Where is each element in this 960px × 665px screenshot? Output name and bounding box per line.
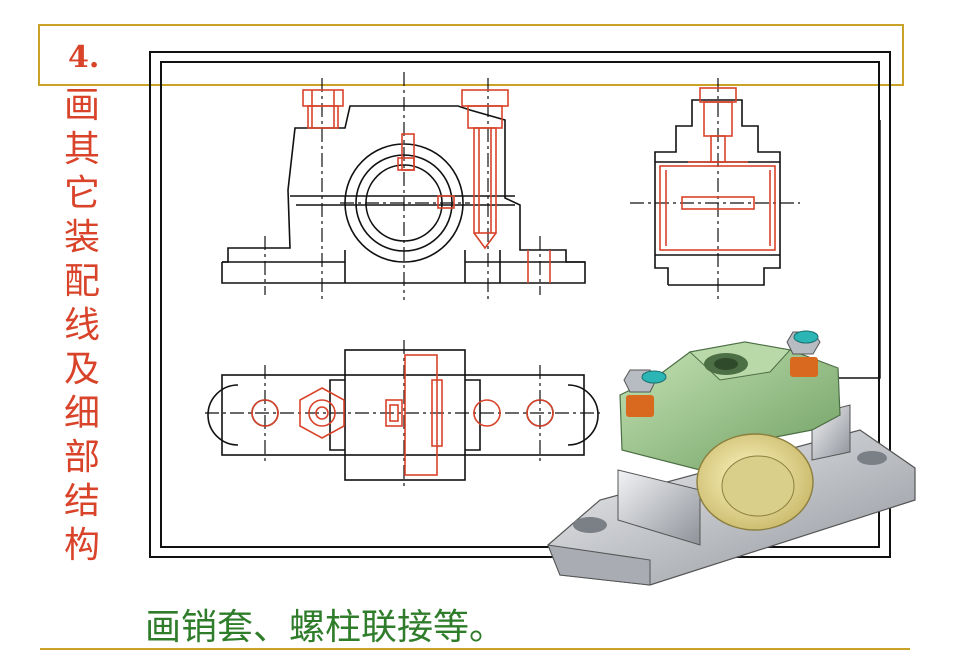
- front-view-bolts: [302, 89, 551, 283]
- caption: 画销套、螺柱联接等。: [145, 607, 506, 648]
- side-view-details: [659, 87, 776, 251]
- bottom-divider: [40, 648, 910, 650]
- front-view: [221, 72, 586, 300]
- drawing-frame: [149, 51, 891, 558]
- step-number: 4.: [68, 40, 100, 75]
- top-view: [205, 340, 600, 490]
- title-frame: [38, 24, 904, 86]
- top-view-details: [251, 354, 554, 476]
- leader-line: [626, 120, 881, 379]
- bearing-block-3d-model: [547, 330, 916, 586]
- vertical-title: 画其它装配线及细部结构: [63, 85, 100, 566]
